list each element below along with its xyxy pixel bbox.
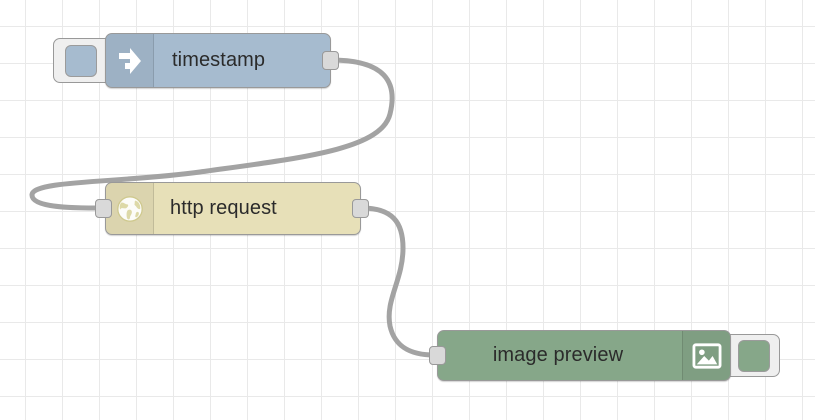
port-image-preview-input[interactable] xyxy=(429,346,446,365)
inject-knob xyxy=(65,44,97,77)
picture-icon xyxy=(682,331,730,380)
globe-icon xyxy=(106,183,154,234)
inject-trigger-button[interactable] xyxy=(53,38,109,83)
preview-knob xyxy=(737,339,770,372)
node-image-preview[interactable]: image preview xyxy=(437,330,731,381)
image-preview-toggle-button[interactable] xyxy=(727,334,780,377)
inject-arrow-icon xyxy=(106,34,154,87)
node-http-request-label: http request xyxy=(170,197,277,219)
node-timestamp[interactable]: timestamp xyxy=(105,33,331,88)
wire-http-to-image[interactable] xyxy=(359,205,437,358)
node-timestamp-label: timestamp xyxy=(172,49,266,71)
node-image-preview-label: image preview xyxy=(492,344,624,366)
node-http-request[interactable]: http request xyxy=(105,182,361,235)
port-http-request-input[interactable] xyxy=(95,199,112,218)
port-http-request-output[interactable] xyxy=(352,199,369,218)
port-timestamp-output[interactable] xyxy=(322,51,339,70)
